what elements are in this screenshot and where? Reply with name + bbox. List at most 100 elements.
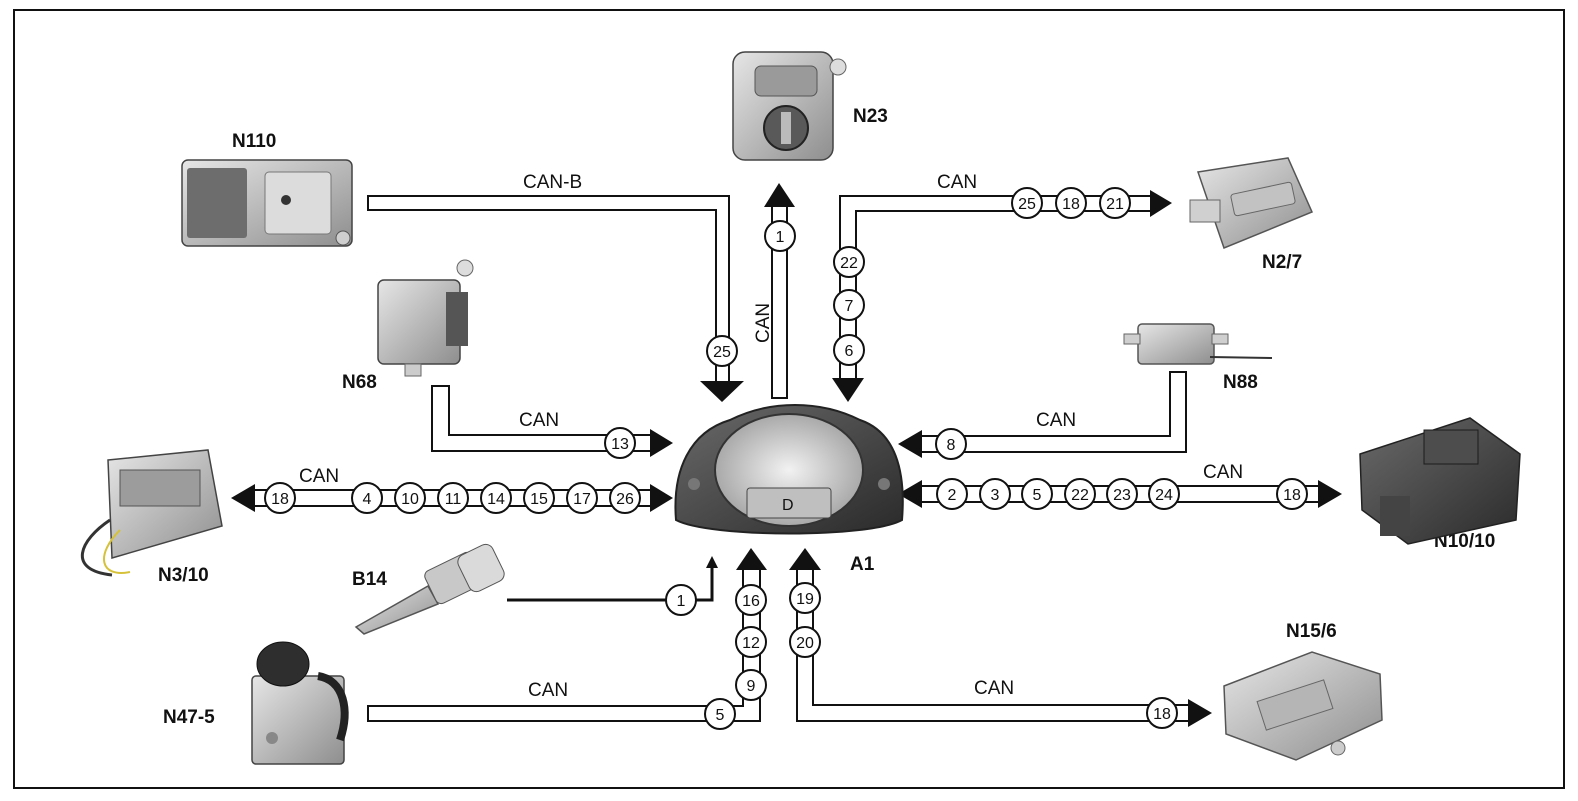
cluster-display: [746, 487, 832, 519]
signal-badge-number: 7: [845, 298, 854, 315]
arrow-n3-10-right: [650, 484, 673, 512]
signal-badge-circle: [1011, 187, 1043, 219]
signal-badge-circle: [735, 669, 767, 701]
signal-badge-circle: [833, 246, 865, 278]
arrow-n2-7-right: [1150, 190, 1172, 217]
signal-badge-number: 17: [573, 491, 591, 508]
signal-badge-circle: [789, 582, 821, 614]
signal-badge-number: 16: [742, 593, 760, 610]
module-label-n88: N88: [1223, 372, 1258, 393]
arrow-n2-7-down: [832, 378, 864, 402]
signal-badge-number: 23: [1113, 487, 1131, 504]
module-labels: N110 N23 N2/7 N68 N88 N3/10 A1 N10/10 B1…: [158, 106, 1495, 728]
arrow-n10-10-left: [898, 480, 922, 508]
arrow-n68-right: [650, 429, 673, 457]
arrow-n23-up: [764, 183, 795, 207]
signal-badge-circle: [764, 220, 796, 252]
module-label-n68: N68: [342, 372, 377, 393]
signal-badge-circle: [1148, 478, 1180, 510]
signal-badge-number: 3: [991, 487, 1000, 504]
signal-badge-number: 22: [1071, 487, 1089, 504]
module-label-n15-6: N15/6: [1286, 621, 1337, 642]
signal-badge-number: 10: [401, 491, 419, 508]
bus-label-n68: CAN: [519, 410, 559, 431]
n110-control-unit-image: [181, 159, 353, 247]
signal-badge-circle: [394, 482, 426, 514]
signal-badge-circle: [1021, 478, 1053, 510]
bus-labels: CAN-B CAN CAN CAN CAN CAN CAN CAN CAN: [299, 172, 1243, 701]
n15-6-control-unit-image: [1223, 651, 1383, 761]
cluster-button-left: [688, 478, 700, 490]
bus-label-n23: CAN: [753, 303, 774, 343]
signal-badge-circle: [704, 698, 736, 730]
arrow-n10-10-right: [1318, 480, 1342, 508]
signal-badge-circle: [1055, 187, 1087, 219]
signal-badge-circle: [936, 478, 968, 510]
arrow-n110-down: [700, 381, 744, 402]
signal-badge-number: 4: [363, 491, 372, 508]
signal-badge-number: 22: [840, 255, 858, 272]
module-label-n10-10: N10/10: [1434, 531, 1495, 552]
signal-badge-number: 1: [776, 229, 785, 246]
signal-badge-number: 11: [445, 491, 462, 508]
signal-badge-circle: [609, 482, 641, 514]
signal-badge-number: 25: [713, 344, 731, 361]
signal-badge-number: 24: [1155, 487, 1173, 504]
n68-relay-image: [377, 259, 474, 377]
signal-badge-circle: [1064, 478, 1096, 510]
signal-badge-number: 25: [1018, 196, 1036, 213]
b14-temperature-sensor-image: [354, 543, 505, 635]
signal-badge-number: 20: [796, 635, 814, 652]
bus-label-n10-10: CAN: [1203, 462, 1243, 483]
signal-badge-number: 6: [845, 343, 854, 360]
n23-switch-panel-image: [732, 51, 847, 161]
signal-badge-number: 14: [487, 491, 505, 508]
wire-b14: [507, 566, 714, 602]
signal-badge-number: 26: [616, 491, 634, 508]
module-label-b14: B14: [352, 569, 387, 590]
bus-label-n110: CAN-B: [523, 172, 582, 193]
module-label-n23: N23: [853, 106, 888, 127]
signal-badge-circle: [935, 428, 967, 460]
diagram-frame: [13, 9, 1565, 789]
signal-badge-circle: [979, 478, 1011, 510]
cluster-display-text: D: [782, 497, 794, 514]
module-label-n110: N110: [232, 131, 276, 152]
signal-badge-number: 18: [1153, 706, 1171, 723]
signal-badge-number: 8: [947, 437, 956, 454]
signal-badge-circle: [1146, 697, 1178, 729]
bus-label-n15-6: CAN: [974, 678, 1014, 699]
signal-badge-circle: [264, 482, 296, 514]
signal-badge-number: 18: [1062, 196, 1080, 213]
signal-badge-circle: [735, 584, 767, 616]
signal-badge-circle: [706, 335, 738, 367]
arrow-n15-6-up: [789, 548, 821, 570]
a1-instrument-cluster-image: D: [674, 404, 904, 535]
signal-badge-circle: [789, 626, 821, 658]
signal-badge-number: 21: [1106, 196, 1124, 213]
n10-10-control-unit-image: [1359, 417, 1521, 545]
signal-badge-number: 5: [1033, 487, 1042, 504]
signal-badge-number: 5: [716, 707, 725, 724]
signal-badge-number: 1: [677, 593, 686, 610]
signal-badge-number: 13: [611, 436, 629, 453]
signal-badge-number: 2: [948, 487, 957, 504]
n47-5-esp-unit-image: [251, 641, 349, 765]
arrow-n47-5-up: [736, 548, 767, 570]
signal-badge-circle: [665, 584, 697, 616]
pipe-n2-7: [839, 195, 1153, 381]
signal-badge-circle: [735, 626, 767, 658]
signal-badge-number: 9: [747, 678, 756, 695]
n2-7-control-unit-image: [1189, 157, 1313, 249]
signal-badge-circle: [566, 482, 598, 514]
bus-label-n47-5: CAN: [528, 680, 568, 701]
signal-badge-circle: [1106, 478, 1138, 510]
signal-badge-circle: [1276, 478, 1308, 510]
signal-badge-circle: [480, 482, 512, 514]
n88-sensor-image: [1123, 323, 1273, 365]
arrow-n88-left: [898, 430, 922, 458]
signal-badge-circle: [351, 482, 383, 514]
